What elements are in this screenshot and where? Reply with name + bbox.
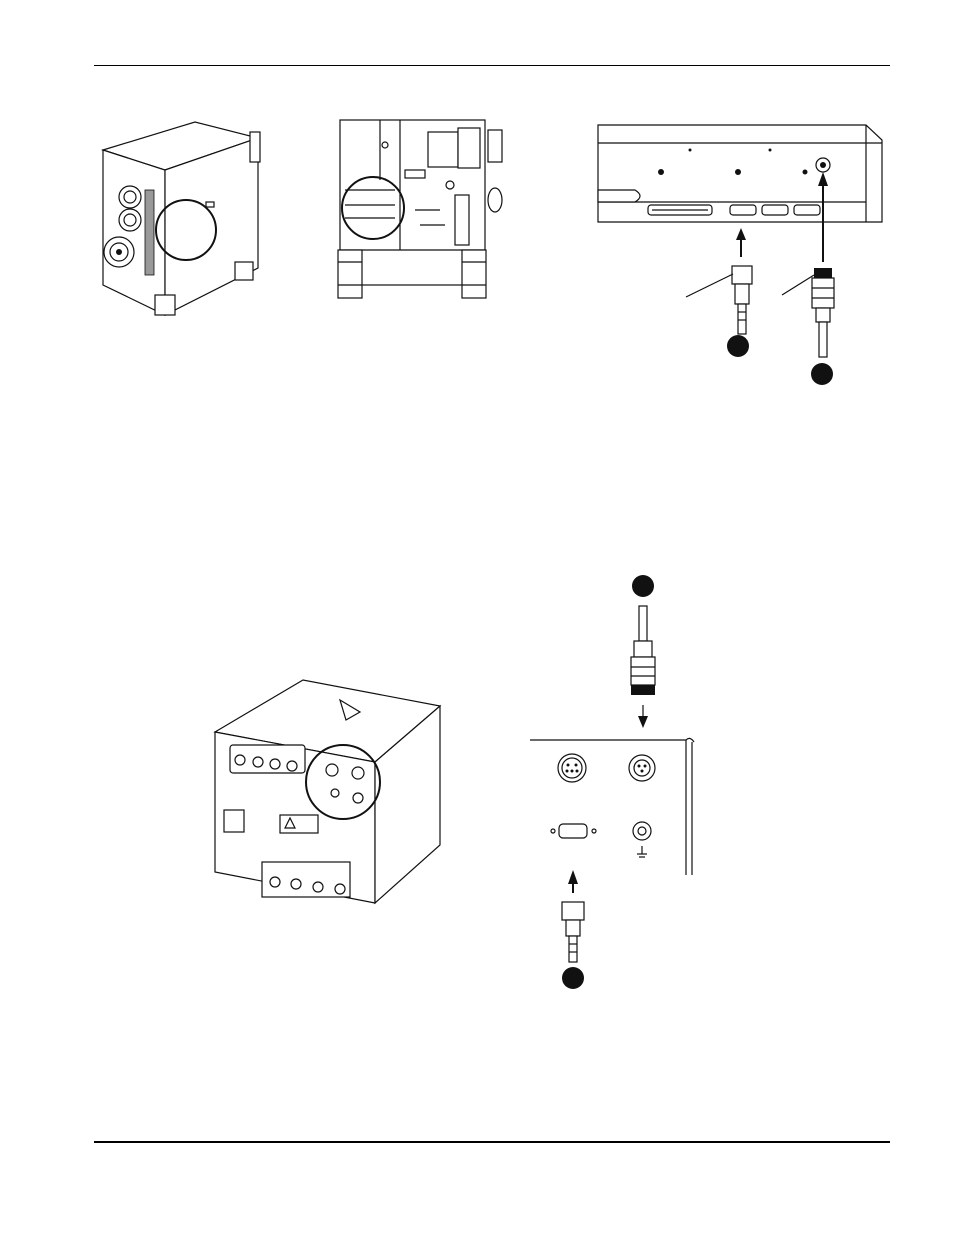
gas-console-figure xyxy=(213,679,442,905)
highlight-circle xyxy=(305,744,381,820)
cabinet-rear-figure xyxy=(100,121,261,316)
ground-icon xyxy=(637,846,647,858)
callout-d xyxy=(562,967,584,989)
header-rule xyxy=(94,65,890,66)
highlight-circle xyxy=(341,176,405,240)
highlight-circle xyxy=(155,199,217,261)
callout-a xyxy=(727,335,749,357)
control-board-panel-figure xyxy=(597,124,883,385)
gas-console-panel-figure xyxy=(530,575,695,989)
callout-c xyxy=(632,575,654,597)
cabinet-open-figure xyxy=(337,119,503,299)
footer-rule xyxy=(94,1141,890,1143)
fan-icon xyxy=(103,185,142,268)
callout-b xyxy=(811,363,833,385)
